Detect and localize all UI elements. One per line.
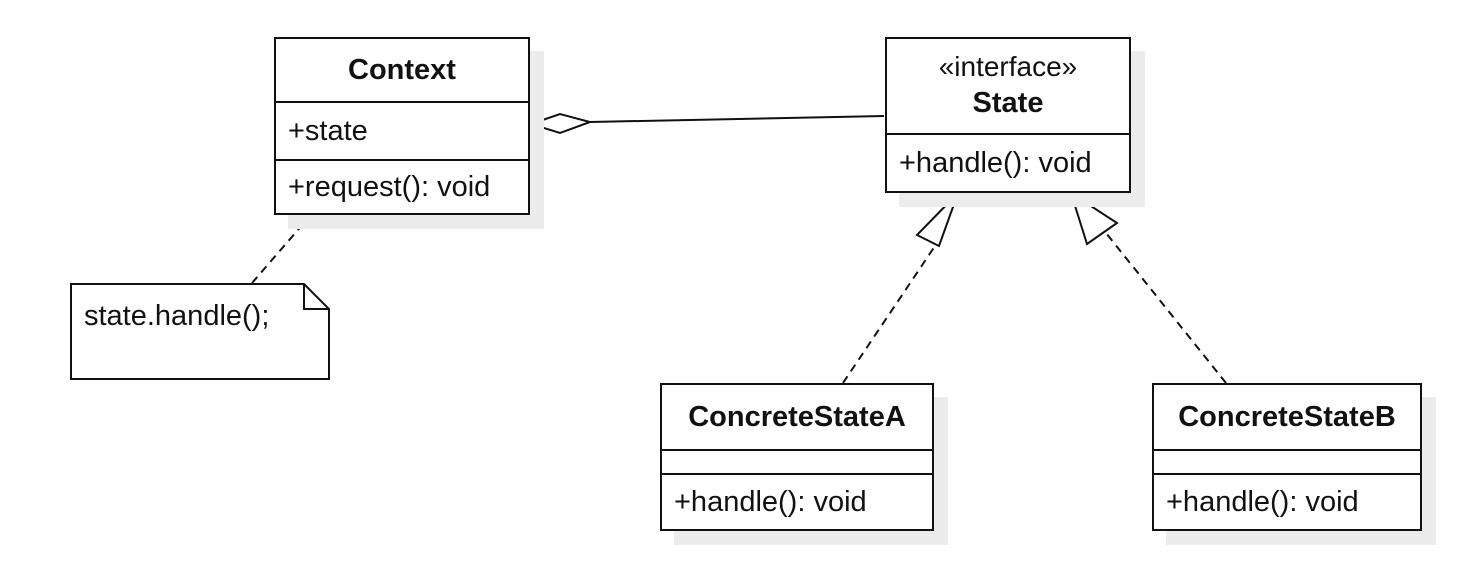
aggregation-connector [527,112,885,135]
note-text: state.handle(); [84,300,270,332]
operation-handle: +handle(): void [899,146,1092,179]
realization-connector-b [1069,190,1227,384]
class-context[interactable]: Context +state +request(): void [274,37,530,215]
class-name: ConcreteStateA [688,400,906,433]
attribute-section [662,451,932,475]
operation-section: +handle(): void [887,135,1129,191]
operation-section: +request(): void [276,161,528,213]
class-header: Context [276,39,528,103]
class-concrete-state-a[interactable]: ConcreteStateA +handle(): void [660,383,934,531]
class-name: ConcreteStateB [1178,400,1396,433]
operation-section: +handle(): void [1154,475,1420,529]
aggregation-diamond [527,112,594,135]
operation-handle: +handle(): void [674,485,867,518]
class-name: Context [348,53,456,86]
operation-request: +request(): void [288,170,491,203]
realization-arrowhead-a [915,192,959,248]
attribute-section: +state [276,103,528,161]
realization-connector-a [842,192,959,384]
note-anchor-line [251,215,311,284]
realization-arrowhead-b [1069,190,1119,246]
interface-state[interactable]: «interface» State +handle(): void [885,37,1131,193]
operation-handle: +handle(): void [1166,485,1359,518]
stereotype-label: «interface» [938,51,1078,82]
operation-section: +handle(): void [662,475,932,529]
class-header: ConcreteStateA [662,385,932,451]
note-shape[interactable] [70,283,330,380]
class-header: «interface» State [887,39,1129,135]
class-name: State [972,87,1044,119]
attribute-state: +state [288,114,368,147]
class-header: ConcreteStateB [1154,385,1420,451]
class-concrete-state-b[interactable]: ConcreteStateB +handle(): void [1152,383,1422,531]
attribute-section [1154,451,1420,475]
